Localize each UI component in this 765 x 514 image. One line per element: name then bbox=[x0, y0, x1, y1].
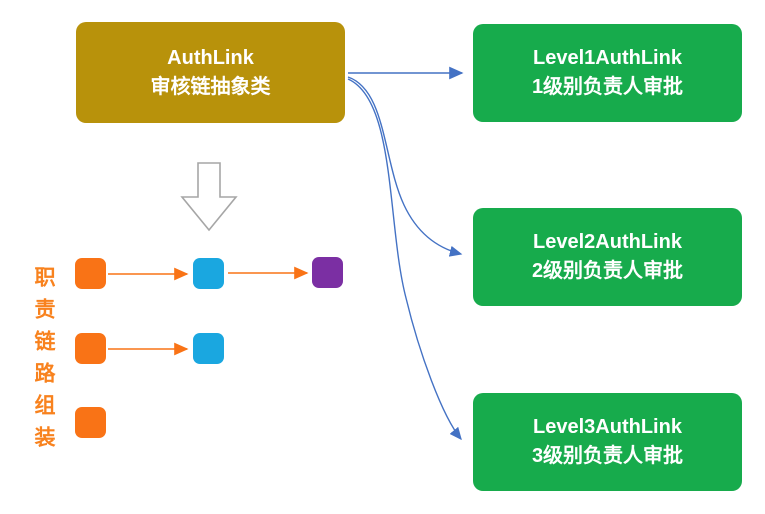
level1-authlink-box: Level1AuthLink 1级别负责人审批 bbox=[473, 24, 742, 122]
level3-authlink-box: Level3AuthLink 3级别负责人审批 bbox=[473, 393, 742, 491]
arrow-to-level3 bbox=[347, 78, 462, 441]
level1-subtitle: 1级别负责人审批 bbox=[531, 76, 684, 98]
authlink-abstract-box: AuthLink 审核链抽象类 bbox=[76, 22, 345, 123]
down-block-arrow-icon bbox=[180, 162, 238, 232]
chain-node-row3-orange bbox=[75, 407, 106, 438]
chain-assembly-label: 职责链路组装 bbox=[32, 266, 55, 458]
chain-node-row1-purple bbox=[312, 257, 343, 288]
chain-node-row1-blue bbox=[193, 258, 224, 289]
chain-node-row2-orange bbox=[75, 333, 106, 364]
level2-authlink-box: Level2AuthLink 2级别负责人审批 bbox=[473, 208, 742, 306]
authlink-abstract-title: AuthLink bbox=[167, 46, 254, 69]
level3-title: Level3AuthLink bbox=[533, 416, 682, 438]
chain-node-row2-blue bbox=[193, 333, 224, 364]
level1-title: Level1AuthLink bbox=[533, 47, 682, 69]
authlink-abstract-subtitle: 审核链抽象类 bbox=[150, 75, 271, 98]
level2-subtitle: 2级别负责人审批 bbox=[531, 260, 684, 282]
chain-node-row1-orange bbox=[75, 258, 106, 289]
arrow-to-level2 bbox=[347, 76, 463, 257]
level2-title: Level2AuthLink bbox=[533, 231, 682, 253]
level3-subtitle: 3级别负责人审批 bbox=[531, 445, 684, 467]
